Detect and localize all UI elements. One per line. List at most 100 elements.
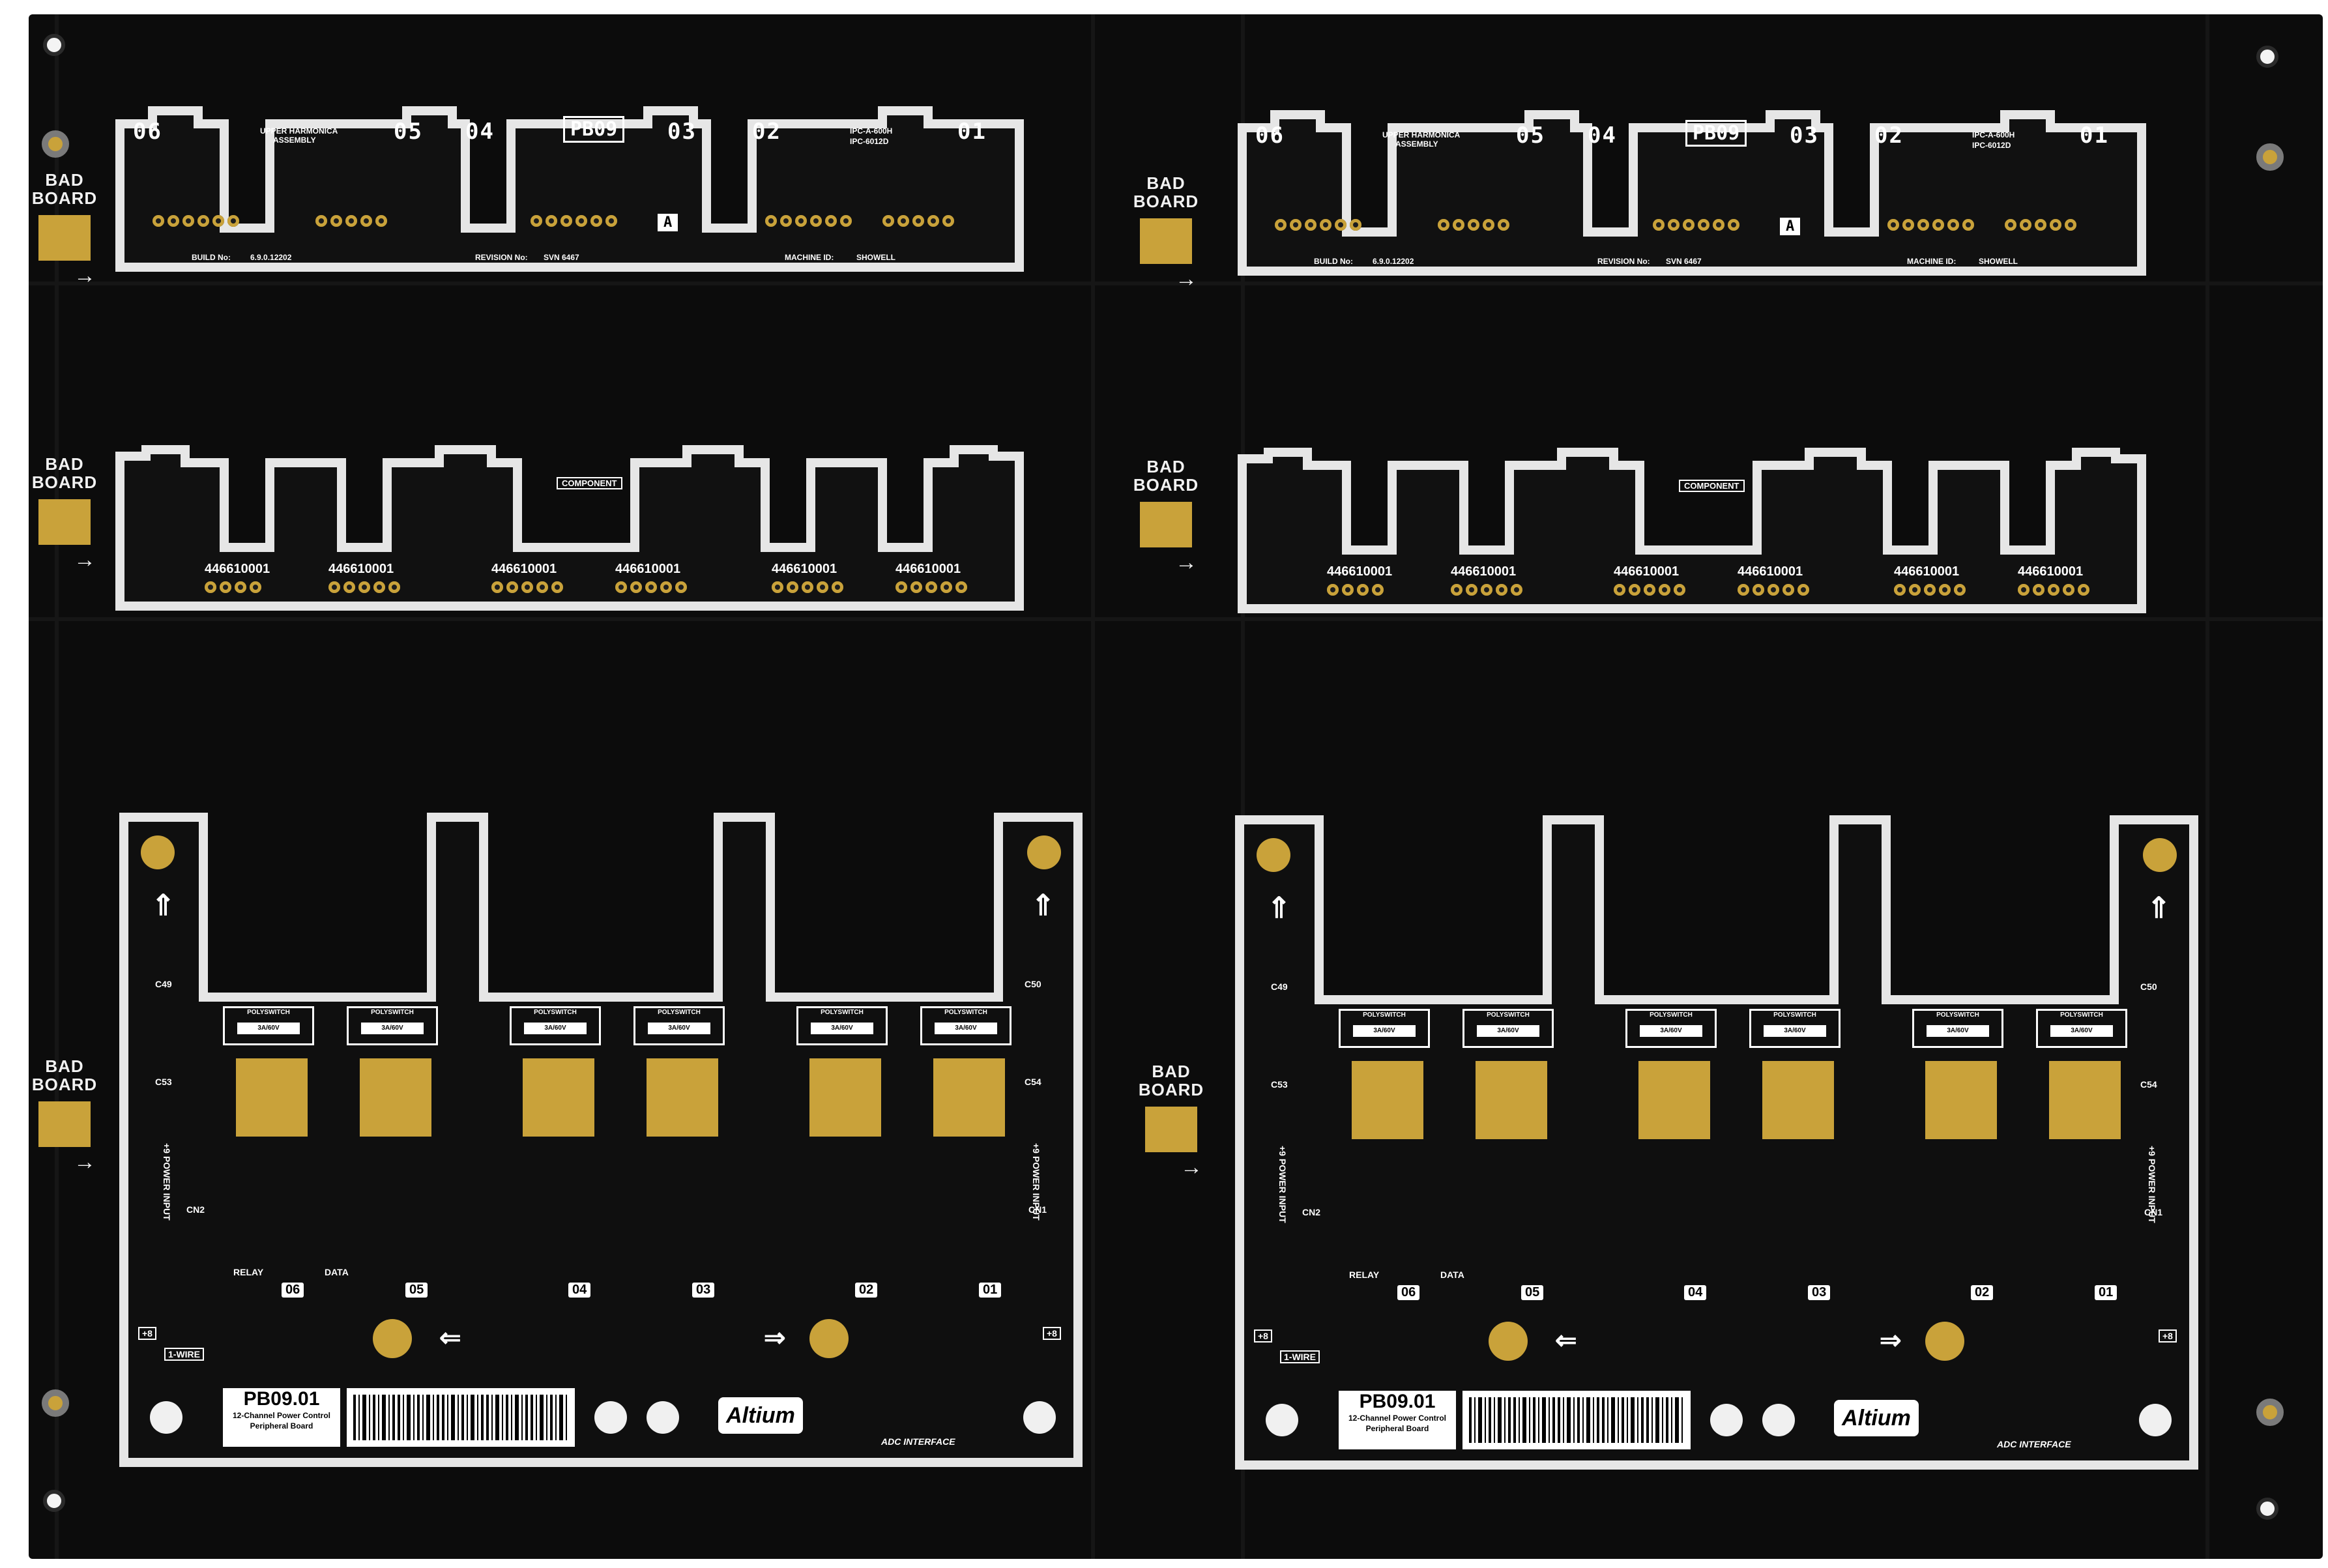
board-title: PB09.01 xyxy=(243,1388,320,1410)
up-arrow-icon: ⇑ xyxy=(151,890,175,922)
build-value: 6.9.0.12202 xyxy=(1373,257,1414,266)
part-number: 446610001 xyxy=(2018,564,2084,579)
board-outline xyxy=(1235,815,2198,1470)
pad-row xyxy=(531,215,620,229)
polyswitch-label: POLYSWITCH xyxy=(1936,1011,1979,1019)
bad-board-pad xyxy=(38,499,91,545)
board-code: PB09 xyxy=(1685,120,1747,147)
cap-label-c54: C54 xyxy=(1025,1077,1041,1087)
fiducial xyxy=(42,130,69,158)
pad-row xyxy=(1614,584,1689,598)
mosfet-pad xyxy=(1638,1061,1710,1139)
pad-row xyxy=(328,581,403,596)
polyswitch-rating: 3A/60V xyxy=(524,1023,587,1034)
pad-row xyxy=(1438,219,1513,233)
fiducial xyxy=(2256,143,2284,171)
bad-board-marker: BAD BOARD → xyxy=(1135,1062,1207,1178)
machine-label: MACHINE ID: xyxy=(1907,257,1957,266)
part-number: 446610001 xyxy=(772,562,837,576)
pad-row xyxy=(153,215,242,229)
polyswitch-label: POLYSWITCH xyxy=(371,1009,414,1016)
bad-board-text-line1: BAD xyxy=(45,454,84,474)
harmonica-board-mid-left: COMPONENT 446610001 446610001 446610001 … xyxy=(113,437,1026,613)
bad-board-pad xyxy=(38,1101,91,1147)
tooling-hole xyxy=(43,34,65,56)
pad-row xyxy=(315,215,390,229)
cap-label-c49: C49 xyxy=(155,979,172,989)
bad-board-pad xyxy=(1140,218,1192,264)
pad-row xyxy=(772,581,847,596)
polyswitch-label: POLYSWITCH xyxy=(1650,1011,1693,1019)
pad-row xyxy=(895,581,970,596)
board-code: PB09 xyxy=(563,116,625,143)
mount-pad xyxy=(1257,838,1290,872)
channel-digit: 02 xyxy=(1874,123,1904,149)
arrow-right-icon: → xyxy=(1175,267,1198,291)
part-number: 446610001 xyxy=(491,562,557,576)
polyswitch-label: POLYSWITCH xyxy=(821,1009,864,1016)
polyswitch-rating: 3A/60V xyxy=(361,1023,424,1034)
altium-logo: Altium xyxy=(1834,1400,1919,1436)
build-label: BUILD No: xyxy=(1314,257,1353,266)
pad-row xyxy=(1894,584,1969,598)
mount-hole xyxy=(2139,1404,2172,1436)
mosfet-pad xyxy=(1762,1061,1834,1139)
board-title-box: PB09.01 12-Channel Power Control Periphe… xyxy=(223,1388,340,1447)
cap-label-c50: C50 xyxy=(2140,981,2157,992)
spec-line2: IPC-6012D xyxy=(850,137,889,146)
board-subtitle-line1: 12-Channel Power Control xyxy=(232,1411,331,1420)
mount-pad xyxy=(2143,838,2177,872)
cap-label-c54: C54 xyxy=(2140,1079,2157,1090)
channel-label: 02 xyxy=(855,1283,878,1298)
pcb-panel: BAD BOARD → BAD BOARD → BAD BOARD → BAD … xyxy=(29,14,2323,1559)
pad-row xyxy=(615,581,690,596)
mosfet-pad xyxy=(933,1058,1005,1137)
fiducial xyxy=(42,1389,69,1417)
adc-interface-label: ADC INTERFACE xyxy=(881,1436,955,1447)
cap-label-c49: C49 xyxy=(1271,981,1288,992)
relay-label: RELAY xyxy=(233,1267,264,1277)
revision-value: SVN 6467 xyxy=(544,253,579,262)
polyswitch: POLYSWITCH 3A/60V xyxy=(347,1006,438,1045)
onewire-label: 1-WIRE xyxy=(1280,1350,1320,1363)
title-line1: UPPER HARMONICA xyxy=(260,126,338,136)
mount-hole xyxy=(150,1401,182,1434)
pad-row xyxy=(1887,219,1977,233)
title-line2: ASSEMBLY xyxy=(1395,139,1438,149)
bad-board-text-line2: BOARD xyxy=(31,188,98,208)
bad-board-marker: BAD BOARD → xyxy=(29,171,100,287)
part-number: 446610001 xyxy=(328,562,394,576)
part-number: 446610001 xyxy=(1738,564,1803,579)
machine-label: MACHINE ID: xyxy=(785,253,834,262)
up-arrow-icon: ⇑ xyxy=(1267,892,1291,924)
power-input-label: +9 POWER INPUT xyxy=(162,1143,172,1221)
polyswitch-label: POLYSWITCH xyxy=(247,1009,290,1016)
logo-letter: A xyxy=(1780,218,1801,235)
mosfet-pad xyxy=(647,1058,718,1137)
connector-label: CN2 xyxy=(1302,1207,1321,1217)
plus-label: +8 xyxy=(2159,1329,2177,1343)
arrow-right-icon: → xyxy=(74,547,96,572)
pad-row xyxy=(765,215,855,229)
mosfet-pad xyxy=(360,1058,431,1137)
data-label: DATA xyxy=(1440,1270,1464,1280)
part-number: 446610001 xyxy=(1451,564,1517,579)
left-arrow-icon: ⇐ xyxy=(439,1324,461,1352)
pad-row xyxy=(2018,584,2093,598)
polyswitch-label: POLYSWITCH xyxy=(658,1009,701,1016)
data-label: DATA xyxy=(325,1267,349,1277)
plus-label: +8 xyxy=(1254,1329,1272,1343)
bad-board-text-line2: BOARD xyxy=(1138,1080,1204,1099)
pad-row xyxy=(1327,584,1387,598)
connector-label: CN1 xyxy=(2144,1207,2163,1217)
part-number: 446610001 xyxy=(895,562,961,576)
pad-row xyxy=(1451,584,1526,598)
board-outline xyxy=(115,106,1024,272)
